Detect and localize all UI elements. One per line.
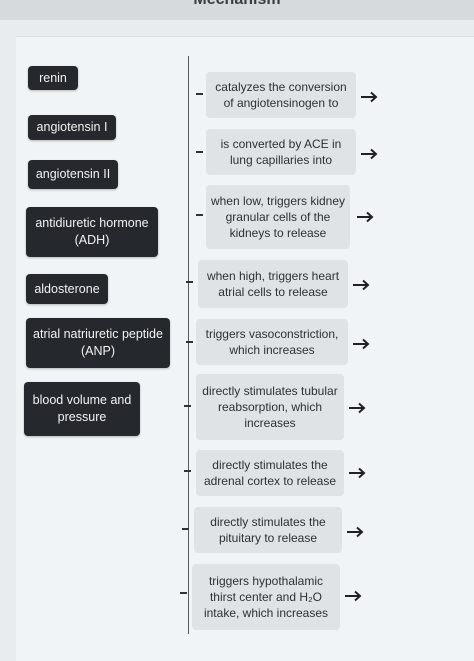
statement-box: directly stimulates tubular reabsorption… xyxy=(196,374,344,440)
term-adh[interactable]: antidiuretic hormone (ADH) xyxy=(26,207,158,257)
dash-icon[interactable] xyxy=(184,405,191,407)
dash-icon[interactable] xyxy=(182,528,189,530)
page-title: Mechanism xyxy=(0,0,474,9)
right-arrow-icon xyxy=(353,279,370,291)
term-angiotensin-1[interactable]: angiotensin I xyxy=(28,115,116,140)
dash-icon[interactable] xyxy=(184,470,191,472)
right-arrow-icon xyxy=(345,590,362,602)
right-arrow-icon xyxy=(361,148,378,160)
statement-box: when low, triggers kidney granular cells… xyxy=(206,185,350,249)
right-arrow-icon xyxy=(353,338,370,350)
term-renin[interactable]: renin xyxy=(28,66,78,90)
statement-box: is converted by ACE in lung capillaries … xyxy=(206,129,356,175)
term-angiotensin-2[interactable]: angiotensin II xyxy=(28,160,118,189)
statement-box: directly stimulates the pituitary to rel… xyxy=(194,507,342,553)
dash-icon[interactable] xyxy=(196,93,203,95)
right-arrow-icon xyxy=(349,402,366,414)
right-arrow-icon xyxy=(357,211,374,223)
page-title-bar: Mechanism xyxy=(0,0,474,20)
dash-icon[interactable] xyxy=(196,214,203,216)
column-divider xyxy=(188,56,189,634)
statement-box: directly stimulates the adrenal cortex t… xyxy=(196,450,344,496)
right-arrow-icon xyxy=(349,467,366,479)
right-arrow-icon xyxy=(361,91,378,103)
term-blood-volume-pressure[interactable]: blood volume and pressure xyxy=(24,382,140,436)
statement-box: triggers vasoconstriction, which increas… xyxy=(196,319,348,365)
dash-icon[interactable] xyxy=(186,341,193,343)
dash-icon[interactable] xyxy=(186,281,193,283)
statement-box: catalyzes the conversion of angiotensino… xyxy=(206,72,356,118)
term-anp[interactable]: atrial natriuretic peptide (ANP) xyxy=(26,318,170,368)
dash-icon[interactable] xyxy=(180,592,187,594)
statement-box: when high, triggers heart atrial cells t… xyxy=(198,260,348,308)
right-arrow-icon xyxy=(347,526,364,538)
term-aldosterone[interactable]: aldosterone xyxy=(26,274,108,304)
dash-icon[interactable] xyxy=(196,151,203,153)
statement-box: triggers hypothalamic thirst center and … xyxy=(192,564,340,630)
